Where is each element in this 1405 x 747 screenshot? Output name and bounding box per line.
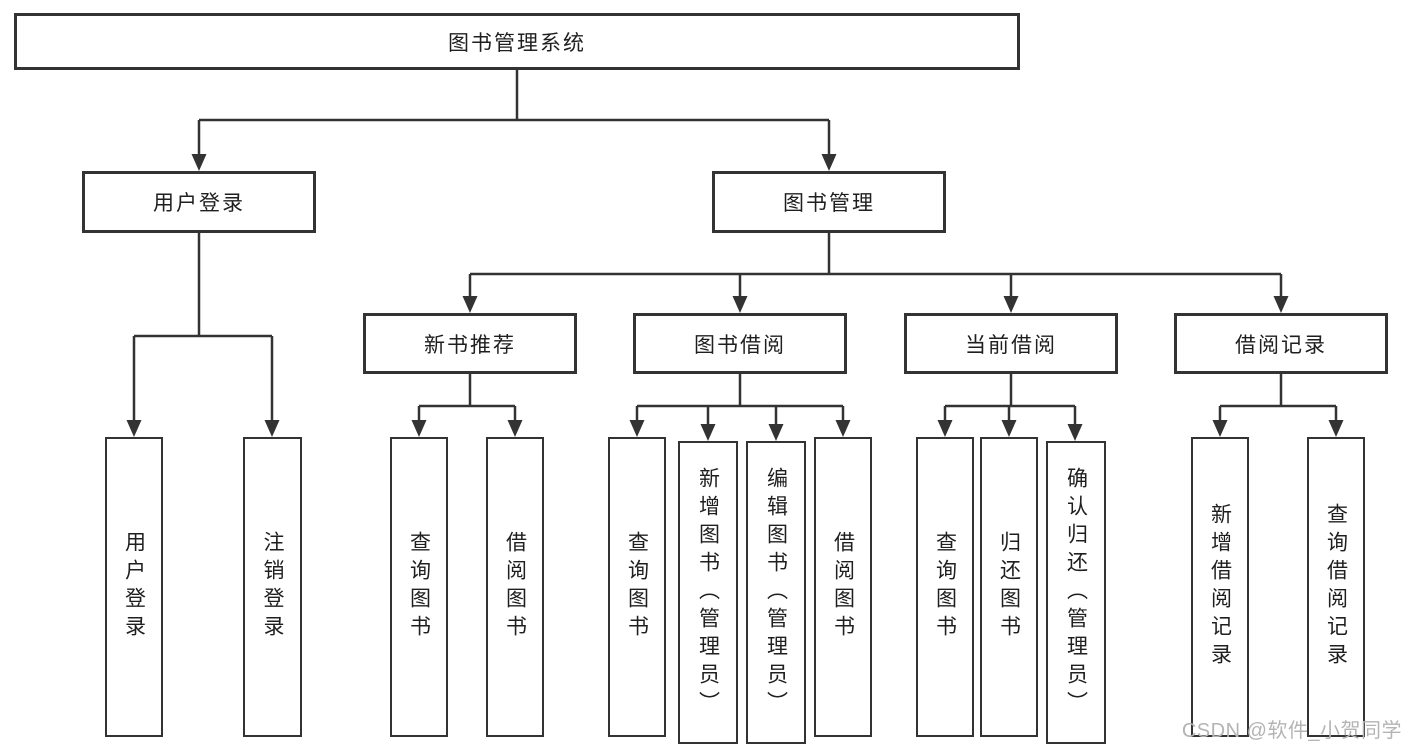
node-current-borrow: 当前借阅 bbox=[904, 313, 1118, 374]
node-borrow-record: 借阅记录 bbox=[1174, 313, 1388, 374]
leaf-br-add-record: 新增借阅记录 bbox=[1191, 437, 1249, 737]
leaf-logout: 注销登录 bbox=[243, 437, 302, 737]
arrowhead-rec-query bbox=[411, 420, 427, 437]
node-new-book-recommend-label: 新书推荐 bbox=[424, 333, 516, 357]
leaf-cb-query-book: 查询图书 bbox=[916, 437, 974, 737]
leaf-rec-borrow-book-label: 借阅图书 bbox=[503, 531, 527, 643]
arrowhead-bb-add bbox=[700, 424, 716, 441]
leaf-br-add-record-label: 新增借阅记录 bbox=[1208, 503, 1232, 671]
leaf-bb-add-book-admin: 新增图书（管理员） bbox=[678, 441, 738, 744]
leaf-cb-query-book-label: 查询图书 bbox=[933, 531, 957, 643]
arrowhead-current-borrow bbox=[1003, 296, 1019, 313]
node-book-management-label: 图书管理 bbox=[783, 192, 875, 215]
node-root-label: 图书管理系统 bbox=[448, 31, 586, 55]
arrowhead-cb-return bbox=[1001, 420, 1017, 437]
leaf-br-query-record-label: 查询借阅记录 bbox=[1324, 503, 1348, 671]
leaf-rec-borrow-book: 借阅图书 bbox=[486, 437, 544, 737]
leaf-bb-query-book: 查询图书 bbox=[608, 437, 666, 737]
leaf-bb-add-book-admin-label: 新增图书（管理员） bbox=[696, 466, 720, 719]
node-root-library-system: 图书管理系统 bbox=[14, 13, 1020, 70]
node-current-borrow-label: 当前借阅 bbox=[965, 333, 1057, 357]
node-user-login-label: 用户登录 bbox=[153, 192, 245, 215]
arrowhead-cb-confirm bbox=[1067, 424, 1083, 441]
arrowhead-br-add bbox=[1212, 420, 1228, 437]
leaf-cb-return-book: 归还图书 bbox=[980, 437, 1038, 737]
node-user-login: 用户登录 bbox=[82, 171, 316, 233]
leaf-logout-label: 注销登录 bbox=[261, 531, 284, 643]
arrowhead-leaf-login bbox=[126, 420, 142, 437]
arrowhead-book-borrow bbox=[732, 296, 748, 313]
leaf-bb-borrow-book: 借阅图书 bbox=[814, 437, 872, 737]
arrowhead-br-query bbox=[1328, 420, 1344, 437]
node-book-borrow-label: 图书借阅 bbox=[694, 333, 786, 357]
arrowhead-new-book-rec bbox=[462, 296, 478, 313]
arrowhead-bb-borrow bbox=[835, 420, 851, 437]
arrowhead-rec-borrow bbox=[507, 420, 523, 437]
csdn-watermark: CSDN @软件_小贺同学 bbox=[1181, 720, 1402, 742]
arrowhead-cb-query bbox=[937, 420, 953, 437]
leaf-bb-edit-book-admin-label: 编辑图书（管理员） bbox=[764, 466, 788, 719]
arrowhead-leaf-logout bbox=[264, 420, 280, 437]
leaf-user-login: 用户登录 bbox=[105, 437, 163, 737]
leaf-bb-borrow-book-label: 借阅图书 bbox=[831, 531, 855, 643]
leaf-bb-query-book-label: 查询图书 bbox=[625, 531, 649, 643]
arrowhead-bb-query bbox=[629, 420, 645, 437]
arrowhead-user-login bbox=[191, 154, 207, 171]
leaf-user-login-label: 用户登录 bbox=[122, 531, 146, 643]
arrowhead-borrow-record bbox=[1273, 296, 1289, 313]
leaf-rec-query-book-label: 查询图书 bbox=[407, 531, 431, 643]
leaf-cb-return-book-label: 归还图书 bbox=[997, 531, 1021, 643]
leaf-br-query-record: 查询借阅记录 bbox=[1307, 437, 1365, 737]
arrowhead-bb-edit bbox=[768, 424, 784, 441]
leaf-bb-edit-book-admin: 编辑图书（管理员） bbox=[746, 441, 806, 744]
node-borrow-record-label: 借阅记录 bbox=[1235, 333, 1327, 357]
node-new-book-recommend: 新书推荐 bbox=[363, 313, 577, 374]
arrowhead-book-mgmt bbox=[821, 154, 837, 171]
node-book-management: 图书管理 bbox=[712, 171, 946, 233]
leaf-cb-confirm-return-admin-label: 确认归还（管理员） bbox=[1064, 466, 1088, 719]
leaf-cb-confirm-return-admin: 确认归还（管理员） bbox=[1046, 441, 1106, 744]
leaf-rec-query-book: 查询图书 bbox=[390, 437, 448, 737]
node-book-borrow: 图书借阅 bbox=[633, 313, 847, 374]
